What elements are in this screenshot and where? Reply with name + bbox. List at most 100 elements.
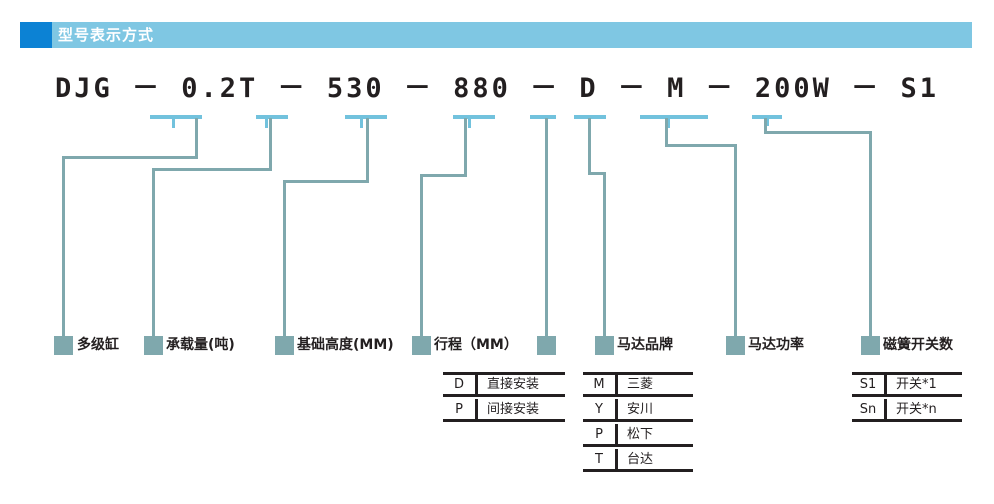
callout-label-880: 行程（MM）	[434, 337, 518, 353]
leader-200w-v1	[665, 118, 668, 146]
option-desc: 三菱	[627, 377, 654, 392]
option-desc: 松下	[627, 427, 654, 442]
option-code: P	[455, 402, 463, 417]
bullet-djg	[54, 336, 73, 355]
leader-880-v1	[464, 118, 467, 176]
leader-530-v2	[283, 180, 286, 336]
leader-200w-v2	[734, 144, 737, 336]
leader-m-v1	[588, 118, 591, 174]
row-rule	[583, 469, 693, 472]
option-code: M	[593, 377, 605, 392]
option-desc: 安川	[627, 402, 654, 417]
stub-s1	[766, 118, 769, 126]
stub-02t	[265, 118, 268, 128]
underline-s1	[752, 115, 782, 119]
table-row: M 三菱	[583, 372, 693, 397]
leader-880-h	[420, 174, 467, 177]
leader-d-v	[545, 118, 548, 336]
mounting-option-table: D 直接安装 P 间接安装	[443, 372, 565, 422]
leader-200w-h	[665, 144, 737, 147]
table-rule-top	[583, 372, 693, 375]
callout-label-motor-power: 马达功率	[748, 337, 804, 353]
callout-label-530: 基础高度(MM)	[297, 337, 394, 353]
leader-02t-h	[152, 168, 272, 171]
option-code: Y	[595, 402, 603, 417]
column-divider	[475, 374, 478, 395]
leader-djg-v2	[62, 156, 65, 336]
row-rule	[443, 394, 565, 397]
column-divider	[615, 399, 618, 420]
table-row: T 台达	[583, 447, 693, 472]
page-title: 型号表示方式	[58, 26, 155, 44]
bullet-mounting	[537, 336, 556, 355]
underline-530	[345, 115, 387, 119]
leader-s1-h	[764, 131, 872, 134]
underline-d	[530, 115, 556, 119]
leader-02t-v1	[269, 118, 272, 170]
option-code: Sn	[859, 402, 877, 417]
column-divider	[884, 374, 887, 395]
table-row: P 松下	[583, 422, 693, 447]
leader-s1-v2	[869, 131, 872, 336]
callout-label-reed-switch: 磁簧开关数	[883, 337, 953, 353]
underline-880	[453, 115, 495, 119]
callout-label-motor-brand: 马达品牌	[617, 337, 673, 353]
motor-brand-option-table: M 三菱 Y 安川 P 松下 T 台达	[583, 372, 693, 472]
table-row: D 直接安装	[443, 372, 565, 397]
option-desc: 开关*n	[896, 402, 937, 417]
column-divider	[884, 399, 887, 420]
stub-880	[468, 118, 471, 128]
underline-02t	[256, 115, 288, 119]
callout-label-djg: 多级缸	[77, 337, 119, 353]
table-row: Y 安川	[583, 397, 693, 422]
callout-label-02t: 承载量(吨)	[166, 337, 235, 353]
leader-m-v2	[603, 172, 606, 336]
option-desc: 直接安装	[487, 377, 540, 392]
underline-200w	[640, 115, 708, 119]
leader-880-v2	[420, 174, 423, 336]
leader-530-h	[283, 180, 369, 183]
leader-530-v1	[366, 118, 369, 182]
underline-djg	[150, 115, 202, 119]
model-code-string: DJG － 0.2T － 530 － 880 － D － M － 200W － …	[55, 73, 939, 104]
option-desc: 间接安装	[487, 402, 540, 417]
table-rule-top	[852, 372, 962, 375]
stub-200w	[667, 118, 670, 128]
row-rule	[583, 394, 693, 397]
leader-m-h	[588, 172, 606, 175]
option-code: T	[595, 452, 603, 467]
table-row: Sn 开关*n	[852, 397, 962, 422]
table-row: P 间接安装	[443, 397, 565, 422]
section-header: 型号表示方式	[20, 22, 972, 48]
leader-s1-v1	[764, 118, 767, 134]
bullet-motor-brand	[595, 336, 614, 355]
column-divider	[475, 399, 478, 420]
leader-djg-h	[62, 156, 198, 159]
option-desc: 开关*1	[896, 377, 937, 392]
option-desc: 台达	[627, 452, 654, 467]
option-code: S1	[859, 377, 877, 392]
bullet-02t	[144, 336, 163, 355]
header-bar	[52, 22, 972, 48]
row-rule	[852, 419, 962, 422]
stub-djg	[172, 118, 175, 128]
table-row: S1 开关*1	[852, 372, 962, 397]
stub-530	[360, 118, 363, 128]
header-accent-block	[20, 22, 52, 48]
column-divider	[615, 449, 618, 470]
row-rule	[852, 394, 962, 397]
table-rule-top	[443, 372, 565, 375]
column-divider	[615, 374, 618, 395]
option-code: D	[453, 377, 464, 392]
leader-djg-v1	[195, 118, 198, 158]
underline-m	[574, 115, 606, 119]
option-code: P	[595, 427, 603, 442]
row-rule	[443, 419, 565, 422]
reed-switch-option-table: S1 开关*1 Sn 开关*n	[852, 372, 962, 422]
column-divider	[615, 424, 618, 445]
bullet-motor-power	[726, 336, 745, 355]
row-rule	[583, 444, 693, 447]
leader-02t-v2	[152, 168, 155, 336]
row-rule	[583, 419, 693, 422]
